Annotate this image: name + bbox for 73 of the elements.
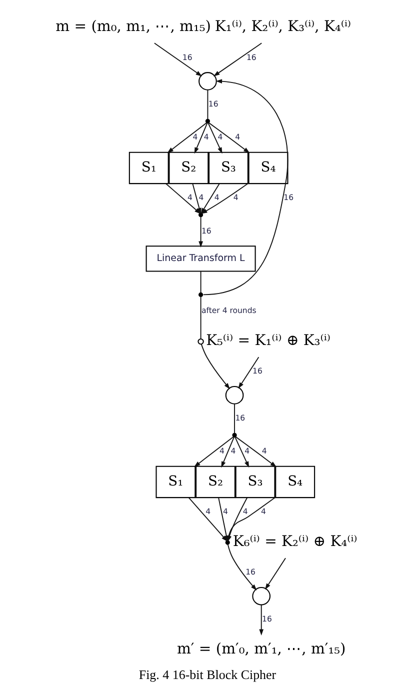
- edge-label: 4: [244, 446, 250, 456]
- connector: [200, 271, 202, 294]
- arrow: [238, 356, 260, 389]
- edge-label: 16: [182, 52, 192, 62]
- edge-label: 4: [198, 193, 204, 202]
- edge-label: 4: [230, 446, 236, 456]
- node-box: S₄: [275, 466, 316, 498]
- edge-label: 4: [235, 132, 240, 142]
- connector: [234, 404, 235, 434]
- edge-label: 4: [222, 507, 228, 516]
- arrow: [167, 122, 208, 154]
- arrow: [200, 344, 230, 390]
- arrow: [165, 183, 201, 214]
- node-dot: [232, 432, 237, 438]
- edge-label: 16: [246, 568, 256, 577]
- arrow: [234, 436, 250, 468]
- arrow: [259, 604, 264, 636]
- node-box: S₁: [156, 466, 196, 498]
- caption: Fig. 4 16-bit Block Cipher: [138, 667, 276, 682]
- node-circle: [252, 587, 271, 606]
- edge-label: 4: [206, 507, 211, 516]
- connector: [207, 90, 208, 120]
- node-text: m = (m₀, m₁, ⋯, m₁₅): [56, 18, 212, 36]
- node-box: S₁: [128, 152, 169, 184]
- edge-label: 16: [284, 193, 294, 202]
- node-dot: [198, 212, 204, 218]
- edge-label: 16: [262, 614, 272, 624]
- node-dot: [225, 540, 230, 545]
- edge-label: 16: [252, 366, 262, 376]
- node-text: m′ = (m′₀, m′₁, ⋯, m′₁₅): [176, 640, 346, 658]
- edge-label: 16: [246, 52, 256, 62]
- arrow: [208, 122, 222, 154]
- arrow: [208, 122, 250, 154]
- arrow: [221, 436, 235, 468]
- edge-label: 4: [218, 132, 223, 142]
- edge-label: 16: [208, 99, 218, 108]
- node-dot: [205, 118, 210, 124]
- edge-label: 4: [192, 132, 198, 142]
- node-circle: [225, 386, 244, 404]
- edge-label: 4: [188, 193, 192, 202]
- arrow: [194, 436, 234, 468]
- node-text: K₁⁽ⁱ⁾, K₂⁽ⁱ⁾, K₃⁽ⁱ⁾, K₄⁽ⁱ⁾: [214, 18, 352, 36]
- node-circle: [198, 72, 217, 90]
- edge-label: 16: [235, 413, 246, 422]
- arrow: [227, 544, 257, 590]
- arrow: [154, 42, 202, 76]
- edge-label: 16: [201, 226, 212, 236]
- node-text: K₅⁽ⁱ⁾ = K₁⁽ⁱ⁾ ⊕ K₃⁽ⁱ⁾: [206, 332, 330, 350]
- edge-label: 4: [261, 507, 266, 516]
- edge-label: 4: [204, 132, 209, 142]
- arrow: [265, 558, 286, 590]
- node-box: S₃: [235, 466, 276, 498]
- edge-label: after 4 rounds: [201, 306, 256, 316]
- node-circle: [198, 338, 204, 345]
- node-text: K₆⁽ⁱ⁾ = K₂⁽ⁱ⁾ ⊕ K₄⁽ⁱ⁾: [232, 533, 358, 550]
- arrow: [198, 216, 203, 248]
- node-box: S₃: [208, 152, 248, 184]
- arrow: [192, 183, 202, 214]
- arrow: [213, 42, 262, 76]
- edge-label: 4: [262, 446, 267, 456]
- node-box: S₂: [196, 466, 236, 498]
- node-dot: [198, 292, 204, 297]
- edge-label: 4: [220, 446, 224, 456]
- edge-label: 4: [242, 507, 248, 516]
- arrow: [194, 122, 208, 154]
- node-box: Linear Transform L: [146, 246, 256, 272]
- node-box: S₄: [248, 152, 288, 184]
- edge-label: 4: [233, 193, 238, 202]
- edge-label: 4: [214, 193, 220, 202]
- connector: [200, 296, 202, 340]
- arrow: [202, 79, 288, 296]
- arrow: [235, 436, 277, 468]
- node-box: S₂: [168, 152, 209, 184]
